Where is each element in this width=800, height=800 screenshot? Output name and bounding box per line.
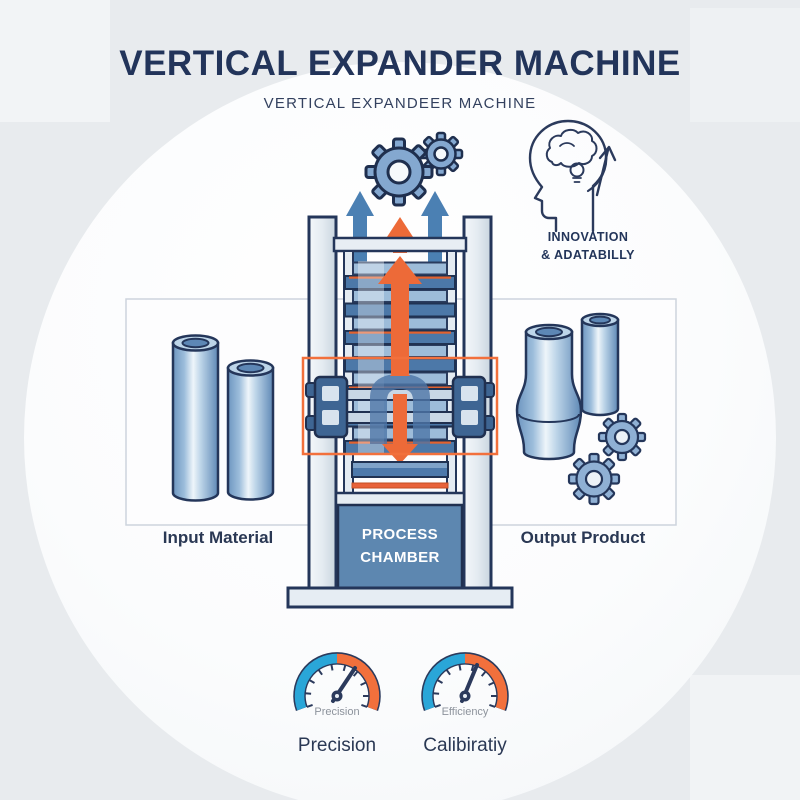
top-crossbar [332, 236, 468, 253]
process-chamber-line1: PROCESS [361, 526, 439, 543]
output-gear-small-icon [597, 412, 647, 462]
process-chamber-line2: CHAMBER [360, 548, 440, 566]
output-product-shapes [515, 312, 620, 461]
bg-square-top-right [690, 8, 800, 122]
expander-machine [286, 191, 514, 609]
page-subtitle: VERTICAL EXPANDEER MACHINE [263, 95, 537, 112]
input-material-label: Input Material [162, 528, 274, 547]
header: VERTICAL EXPANDER MACHINE VERTICAL EXPAN… [0, 44, 800, 112]
output-gear-large-icon [567, 452, 621, 506]
input-material-cylinders [171, 334, 275, 502]
precision-gauge-icon [293, 652, 381, 711]
bg-square-top-left [0, 0, 110, 122]
efficiency-gauge-icon [421, 652, 509, 711]
innovation-label-line1: INNOVATION [547, 230, 629, 244]
precision-dial-label: Precision [314, 706, 360, 718]
process-chamber-label: PROCESS CHAMBER [338, 524, 462, 569]
precision-caption: Precision [297, 735, 377, 756]
highlight-box [301, 356, 499, 456]
heater-bar [351, 482, 449, 489]
innovation-label: INNOVATION & ADATABILLY [505, 228, 671, 264]
innovation-label-line2: & ADATABILLY [541, 248, 635, 263]
page-title: VERTICAL EXPANDER MACHINE [119, 44, 681, 83]
calibration-caption: Calibiratiy [423, 735, 507, 756]
platen-highlight [353, 463, 447, 468]
innovation-head-icon [528, 119, 617, 233]
die-arch [370, 374, 430, 444]
top-gears-icon [364, 131, 464, 207]
efficiency-dial-label: Efficiency [441, 706, 489, 718]
output-product-label: Output Product [520, 528, 646, 547]
bg-square-bottom-right [690, 675, 800, 800]
expanded-tube [515, 330, 583, 461]
process-chamber [336, 503, 464, 590]
machine-base [286, 586, 514, 609]
